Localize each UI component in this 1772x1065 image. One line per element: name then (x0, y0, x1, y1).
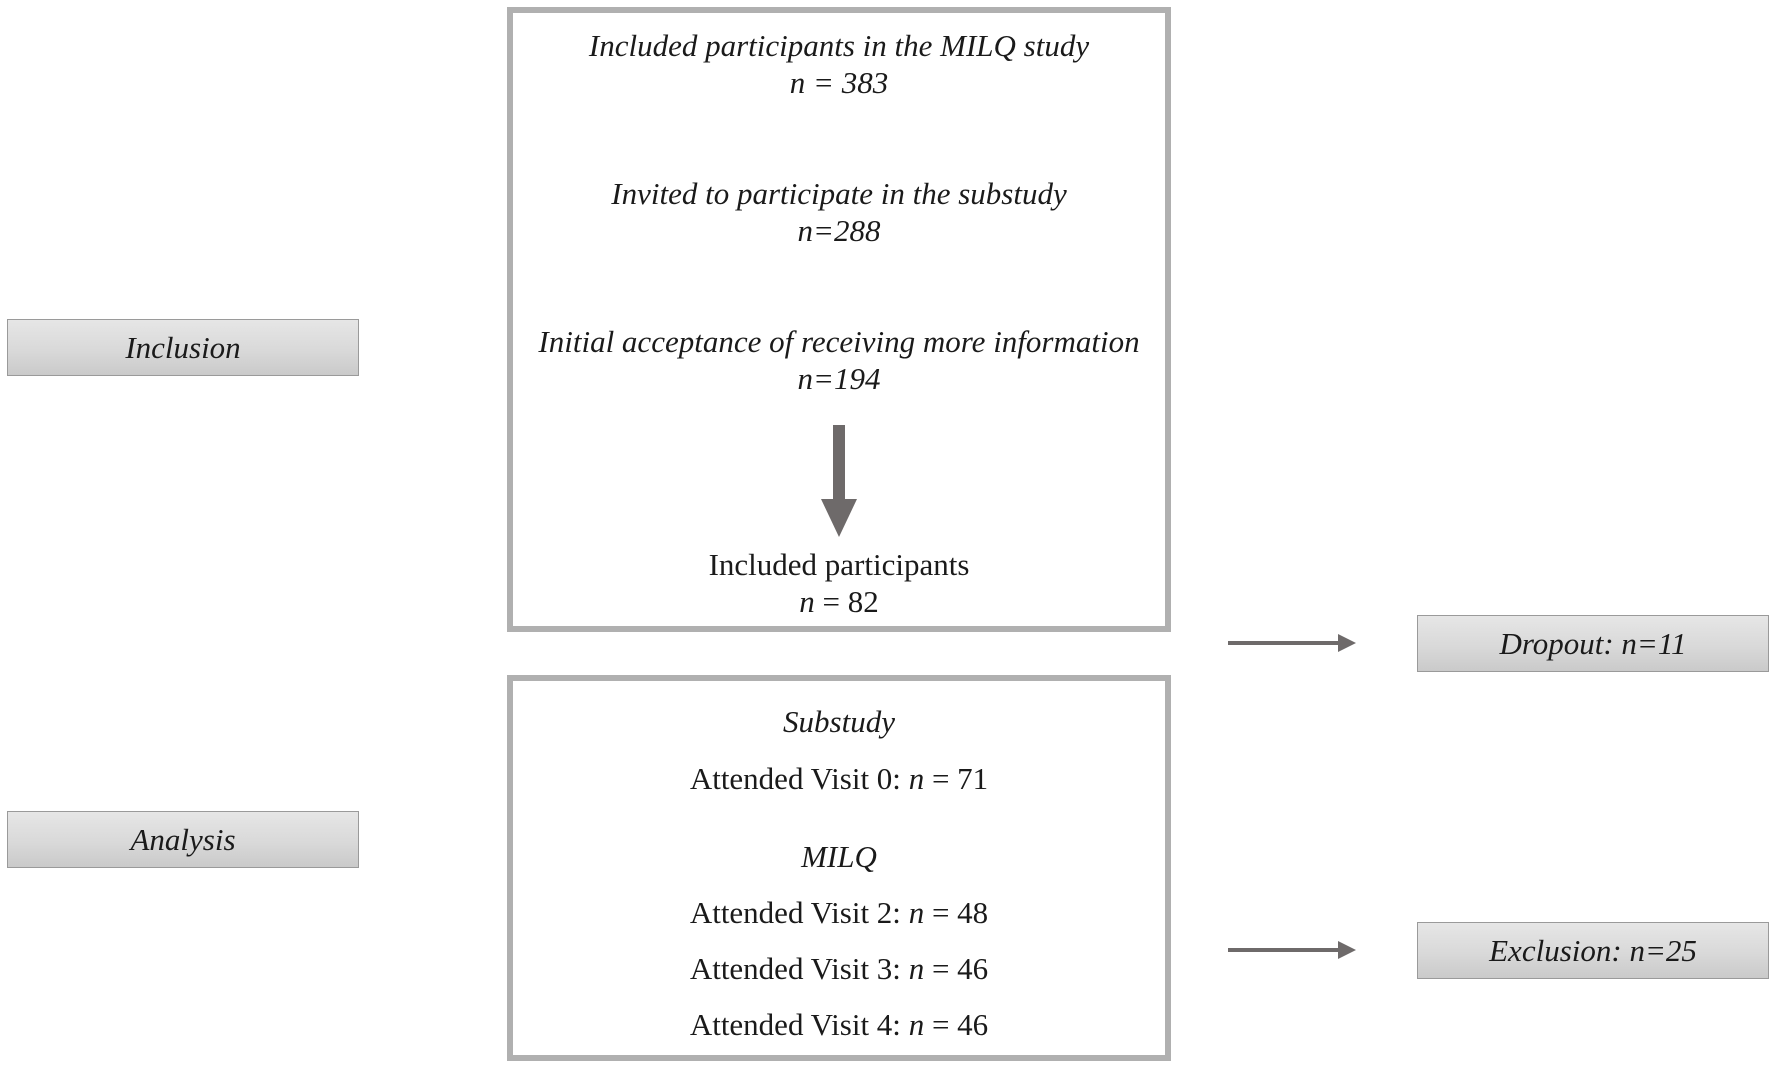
step-included-milq-title: Included participants in the MILQ study (588, 28, 1090, 63)
included-participants-count: n = 82 (513, 584, 1165, 620)
milq-heading: MILQ (801, 839, 877, 874)
visit2-value: = 48 (924, 895, 989, 930)
n-symbol: n (908, 1007, 925, 1042)
dropout-box: Dropout: n=11 (1417, 615, 1769, 672)
visit3-row: Attended Visit 3: n = 46 (513, 951, 1165, 987)
visit4-value: = 46 (924, 1007, 989, 1042)
exclusion-box: Exclusion: n=25 (1417, 922, 1769, 979)
dropout-arrow-icon (1228, 634, 1356, 652)
step-included-milq-count: n = 383 (789, 65, 889, 100)
visit4-row: Attended Visit 4: n = 46 (513, 1007, 1165, 1043)
visit4-label: Attended Visit 4: (689, 1007, 909, 1042)
visit0-label: Attended Visit 0: (689, 761, 909, 796)
step-invited-count: n=288 (797, 213, 881, 248)
step-acceptance-count: n=194 (797, 361, 881, 396)
visit3-label: Attended Visit 3: (689, 951, 909, 986)
n-symbol: n (908, 951, 925, 986)
inclusion-flow-box: Included participants in the MILQ study … (507, 7, 1171, 632)
exclusion-arrow-icon (1228, 941, 1356, 959)
step-invited-title: Invited to participate in the substudy (611, 176, 1067, 211)
step-acceptance-title: Initial acceptance of receiving more inf… (538, 324, 1140, 359)
included-participants-title: Included participants (708, 547, 970, 582)
n-symbol: n (799, 584, 815, 619)
visit2-label: Attended Visit 2: (689, 895, 909, 930)
substudy-heading: Substudy (783, 704, 895, 739)
analysis-flow-box: Substudy Attended Visit 0: n = 71 MILQ A… (507, 675, 1171, 1061)
down-arrow-icon (821, 425, 857, 537)
visit0-value: = 71 (924, 761, 989, 796)
visit3-value: = 46 (924, 951, 989, 986)
visit0-row: Attended Visit 0: n = 71 (513, 761, 1165, 797)
n-symbol: n (908, 895, 925, 930)
analysis-stage-label: Analysis (7, 811, 359, 868)
inclusion-stage-label: Inclusion (7, 319, 359, 376)
n-value: = 82 (814, 584, 879, 619)
visit2-row: Attended Visit 2: n = 48 (513, 895, 1165, 931)
n-symbol: n (908, 761, 925, 796)
